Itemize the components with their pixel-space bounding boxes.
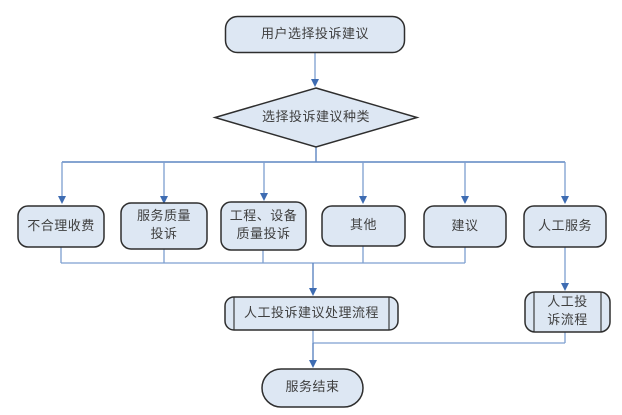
complaint-handling-shape [224, 296, 399, 331]
engineering-quality-shape [220, 201, 307, 251]
service-quality-shape [120, 202, 208, 250]
unreasonable-fees-shape [17, 205, 105, 248]
other-shape [321, 205, 406, 247]
suggestion-shape [423, 205, 507, 248]
manual-service-shape [523, 205, 607, 248]
end-terminator-shape [261, 368, 364, 408]
decision-diamond-shape [212, 87, 420, 148]
manual-complaint-shape [524, 291, 611, 333]
connector-merge-to-end [309, 330, 566, 368]
start-terminator-shape [224, 15, 406, 54]
connector-branches-to-handling [60, 246, 466, 296]
connector-decision-branches [58, 147, 569, 204]
